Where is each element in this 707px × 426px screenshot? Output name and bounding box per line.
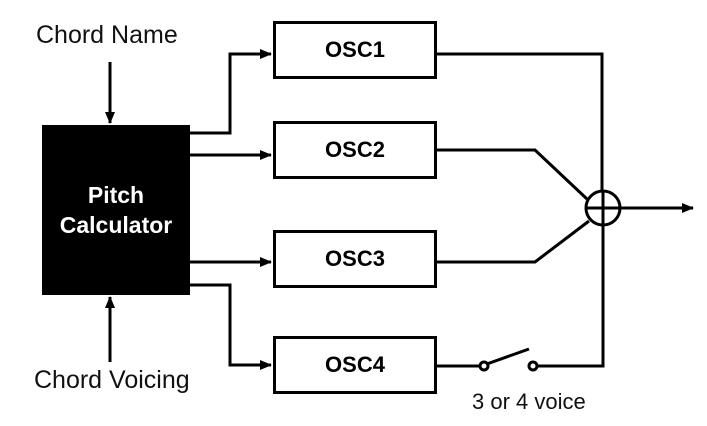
switch-to-sum-line <box>537 225 605 368</box>
pitch-calculator-block: Pitch Calculator <box>42 125 190 295</box>
osc3-block: OSC3 <box>273 230 437 288</box>
osc3-to-sum-line <box>437 219 590 264</box>
chord-name-label: Chord Name <box>36 21 178 49</box>
pitch-to-osc4-arrow <box>190 283 272 370</box>
switch-contact-right-icon <box>527 360 539 372</box>
pitch-to-osc1-arrow <box>190 49 272 135</box>
pitch-calculator-title-line2: Calculator <box>59 212 173 238</box>
voice-switch-label: 3 or 4 voice <box>472 389 586 414</box>
pitch-calculator-title-line1: Pitch <box>87 182 145 208</box>
osc1-block: OSC1 <box>273 21 437 79</box>
osc2-to-sum-line <box>437 148 589 201</box>
osc4-block: OSC4 <box>273 336 437 394</box>
osc2-block: OSC2 <box>273 121 437 179</box>
switch-blade <box>483 347 530 367</box>
osc1-to-sum-line <box>437 52 604 192</box>
switch-contact-left-icon <box>478 360 490 372</box>
chord-voicing-label: Chord Voicing <box>34 366 190 394</box>
